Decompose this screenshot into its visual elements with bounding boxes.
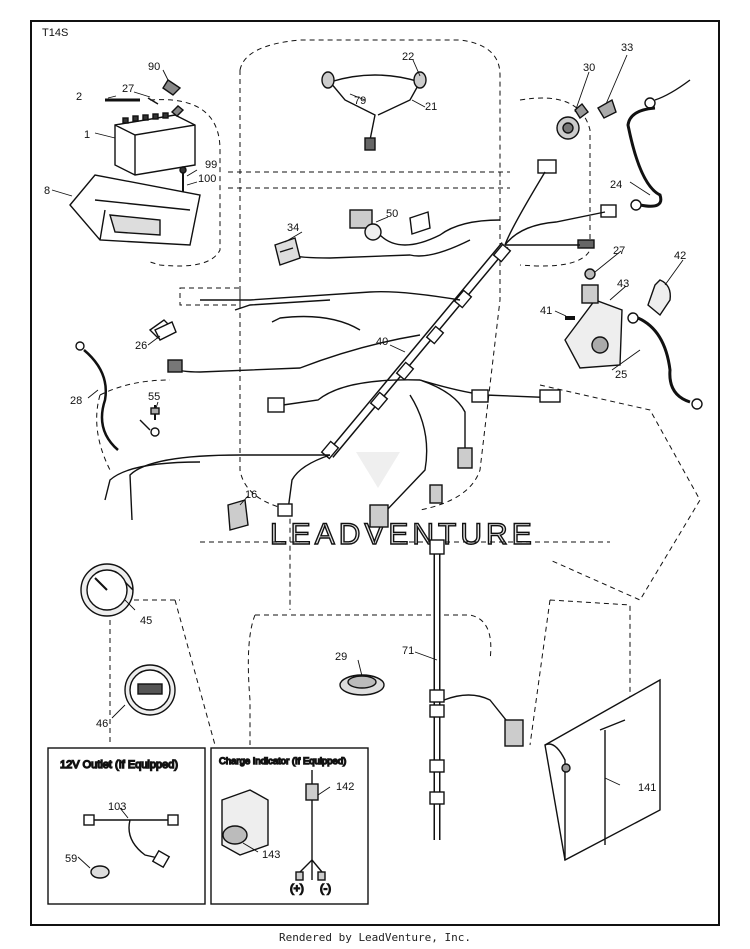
fuse-55 [150,405,160,420]
ignition-switch [556,102,589,140]
solenoid [564,268,623,369]
diagram-id: T14S [42,27,69,39]
callout-c40: 40 [376,336,388,348]
battery [114,105,196,176]
callout-c42: 42 [674,250,686,262]
callout-c27b: 27 [613,245,625,257]
harness-branches [104,171,606,521]
callout-c21: 21 [425,101,437,113]
callout-c142: 142 [336,781,354,793]
grommet-29 [339,674,385,696]
main-harness [320,242,512,460]
leader-lines [51,54,684,869]
upper-right-connectors [537,159,617,249]
callout-c99: 99 [205,159,217,171]
callout-c1: 1 [84,129,90,141]
callout-c141: 141 [638,782,656,794]
cable-28 [75,341,160,451]
callout-c29: 29 [335,651,347,663]
minus-label: (-) [320,883,331,895]
callout-labels: 90 2 27 1 8 99 100 22 79 21 30 33 24 34 50 27 42 43 41 26 40… [44,42,686,865]
inset-outlet: 12V Outlet (If Equipped) [47,747,206,905]
callout-c30: 30 [583,62,595,74]
key-icon [597,98,617,119]
callout-c25: 25 [615,369,627,381]
harness-71 [429,539,524,840]
callout-c34: 34 [287,222,299,234]
diagram-frame [30,20,720,926]
callout-c27a: 27 [122,83,134,95]
outlet-title: 12V Outlet (If Equipped) [60,759,178,771]
callout-c16: 16 [245,489,257,501]
battery-cable-positive [626,79,691,211]
watermark: LEADVENTURE [269,452,536,552]
callout-c26: 26 [135,340,147,352]
callout-c45: 45 [140,615,152,627]
ground-cable [627,312,703,410]
callout-c90: 90 [148,61,160,73]
callout-c24: 24 [610,179,622,191]
plus-label: (+) [290,883,304,895]
charge-title: Charge Indicator (If Equipped) [219,756,346,767]
callout-c41: 41 [540,305,552,317]
callout-c33: 33 [621,42,633,54]
battery-tray [69,174,201,246]
inset-charge-indicator: Charge Indicator (If Equipped) (+) (-) [210,747,369,905]
dashed-outlines [96,39,701,746]
callout-c71: 71 [402,645,414,657]
callout-c143: 143 [262,849,280,861]
relay-16 [227,499,249,531]
indicator-46 [124,664,176,716]
battery-hardware [105,79,187,192]
callout-c43: 43 [617,278,629,290]
switch-50 [349,209,431,241]
callout-c46: 46 [96,718,108,730]
callout-c55: 55 [148,391,160,403]
callout-c2: 2 [76,91,82,103]
callout-c100: 100 [198,173,216,185]
boot-cap-42 [647,279,671,317]
callout-c79: 79 [354,95,366,107]
callout-c8: 8 [44,185,50,197]
footer-credit: Rendered by LeadVenture, Inc. [278,931,472,944]
hour-meter [80,563,134,617]
switch-34 [274,237,301,266]
callout-c103: 103 [108,801,126,813]
watermark-text: LEADVENTURE [270,518,536,551]
callout-c59: 59 [65,853,77,865]
part-26 [154,321,177,341]
seat-bracket [544,678,661,862]
callout-c22: 22 [402,51,414,63]
callout-c50: 50 [386,208,398,220]
headlight-harness [321,71,427,151]
callout-c28: 28 [70,395,82,407]
